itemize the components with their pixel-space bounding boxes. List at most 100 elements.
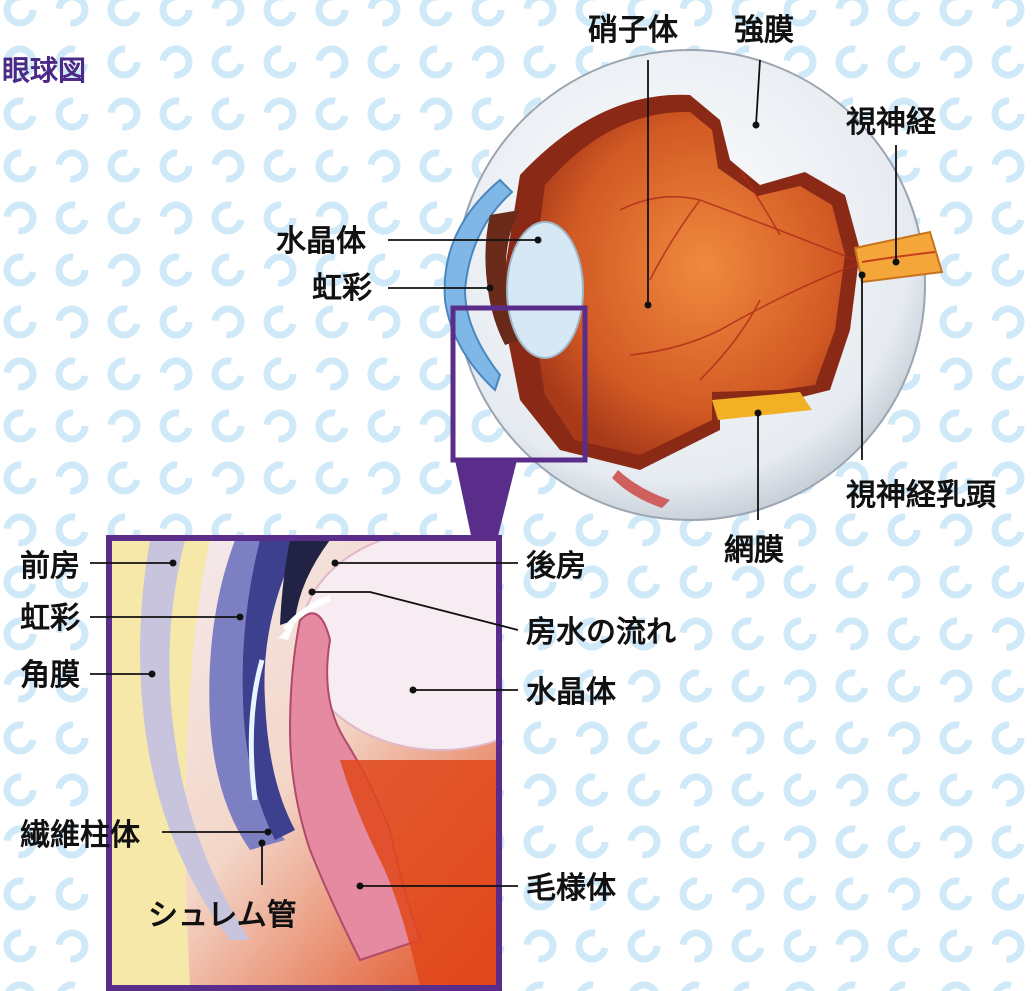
label-optic-disc: 視神経乳頭 (846, 478, 997, 513)
pattern-ring (423, 309, 449, 335)
pattern-ring (319, 0, 345, 23)
pattern-ring (111, 153, 137, 179)
label-posterior-chamber: 後房 (526, 549, 586, 584)
label-iris: 虹彩 (312, 271, 372, 306)
pattern-ring (943, 257, 969, 283)
pattern-ring (111, 413, 137, 439)
pattern-ring (319, 101, 345, 127)
pattern-ring (59, 101, 85, 127)
pattern-ring (7, 413, 33, 439)
pattern-ring (267, 309, 293, 335)
pattern-ring (943, 829, 969, 855)
pattern-ring (7, 361, 33, 387)
pattern-ring (943, 881, 969, 907)
pattern-ring (59, 465, 85, 491)
pattern-ring (371, 309, 397, 335)
pattern-ring (267, 465, 293, 491)
pattern-ring (995, 777, 1021, 803)
pattern-ring (943, 569, 969, 595)
label-aqueous-flow: 房水の流れ (526, 615, 676, 650)
pattern-ring (163, 101, 189, 127)
pattern-ring (891, 933, 917, 959)
pattern-ring (7, 465, 33, 491)
pattern-ring (839, 673, 865, 699)
pattern-ring (683, 985, 709, 991)
pattern-ring (111, 361, 137, 387)
pattern-ring (319, 361, 345, 387)
pattern-ring (995, 205, 1021, 231)
pattern-ring (527, 985, 553, 991)
pattern-ring (59, 257, 85, 283)
label-optic-nerve: 視神経 (846, 105, 937, 140)
pattern-ring (59, 933, 85, 959)
pattern-ring (527, 829, 553, 855)
page-title: 眼球図 (2, 54, 86, 87)
pattern-ring (891, 569, 917, 595)
pattern-ring (163, 361, 189, 387)
pattern-ring (891, 829, 917, 855)
pattern-ring (423, 413, 449, 439)
pattern-ring (215, 361, 241, 387)
pattern-ring (943, 933, 969, 959)
pattern-ring (735, 881, 761, 907)
pattern-ring (995, 621, 1021, 647)
pattern-ring (59, 309, 85, 335)
pattern-ring (423, 153, 449, 179)
pattern-ring (943, 725, 969, 751)
pattern-ring (371, 0, 397, 23)
pattern-ring (631, 517, 657, 543)
pattern-ring (839, 985, 865, 991)
pattern-ring (891, 621, 917, 647)
pattern-ring (7, 933, 33, 959)
label-ciliary-body: 毛様体 (526, 871, 617, 906)
pattern-ring (475, 49, 501, 75)
pattern-ring (683, 933, 709, 959)
pattern-ring (683, 621, 709, 647)
label-detail-iris: 虹彩 (20, 601, 80, 636)
pattern-ring (995, 49, 1021, 75)
pattern-ring (163, 413, 189, 439)
pattern-ring (163, 0, 189, 23)
pattern-ring (943, 205, 969, 231)
label-lens: 水晶体 (276, 224, 367, 259)
pattern-ring (371, 153, 397, 179)
pattern-ring (995, 725, 1021, 751)
pattern-ring (319, 465, 345, 491)
pattern-ring (683, 777, 709, 803)
pattern-ring (319, 49, 345, 75)
zoom-connector (455, 460, 517, 540)
pattern-ring (943, 0, 969, 23)
pattern-ring (735, 673, 761, 699)
pattern-ring (631, 933, 657, 959)
pattern-ring (943, 361, 969, 387)
pattern-ring (475, 101, 501, 127)
pattern-ring (787, 621, 813, 647)
pattern-ring (787, 881, 813, 907)
pattern-ring (579, 517, 605, 543)
pattern-ring (527, 49, 553, 75)
pattern-ring (59, 517, 85, 543)
pattern-ring (995, 101, 1021, 127)
pattern-ring (267, 153, 293, 179)
pattern-ring (163, 153, 189, 179)
pattern-ring (319, 153, 345, 179)
pattern-ring (7, 777, 33, 803)
pattern-ring (683, 829, 709, 855)
pattern-ring (215, 153, 241, 179)
pattern-ring (7, 985, 33, 991)
pattern-ring (319, 413, 345, 439)
pattern-ring (839, 777, 865, 803)
pattern-ring (59, 361, 85, 387)
pattern-ring (943, 777, 969, 803)
label-cornea: 角膜 (20, 658, 80, 693)
pattern-ring (787, 829, 813, 855)
pattern-ring (215, 465, 241, 491)
label-sclera: 強膜 (734, 13, 794, 48)
pattern-ring (839, 517, 865, 543)
pattern-ring (943, 673, 969, 699)
pattern-ring (735, 933, 761, 959)
label-schlemm: シュレム管 (148, 898, 297, 933)
pattern-ring (891, 725, 917, 751)
pattern-ring (943, 49, 969, 75)
